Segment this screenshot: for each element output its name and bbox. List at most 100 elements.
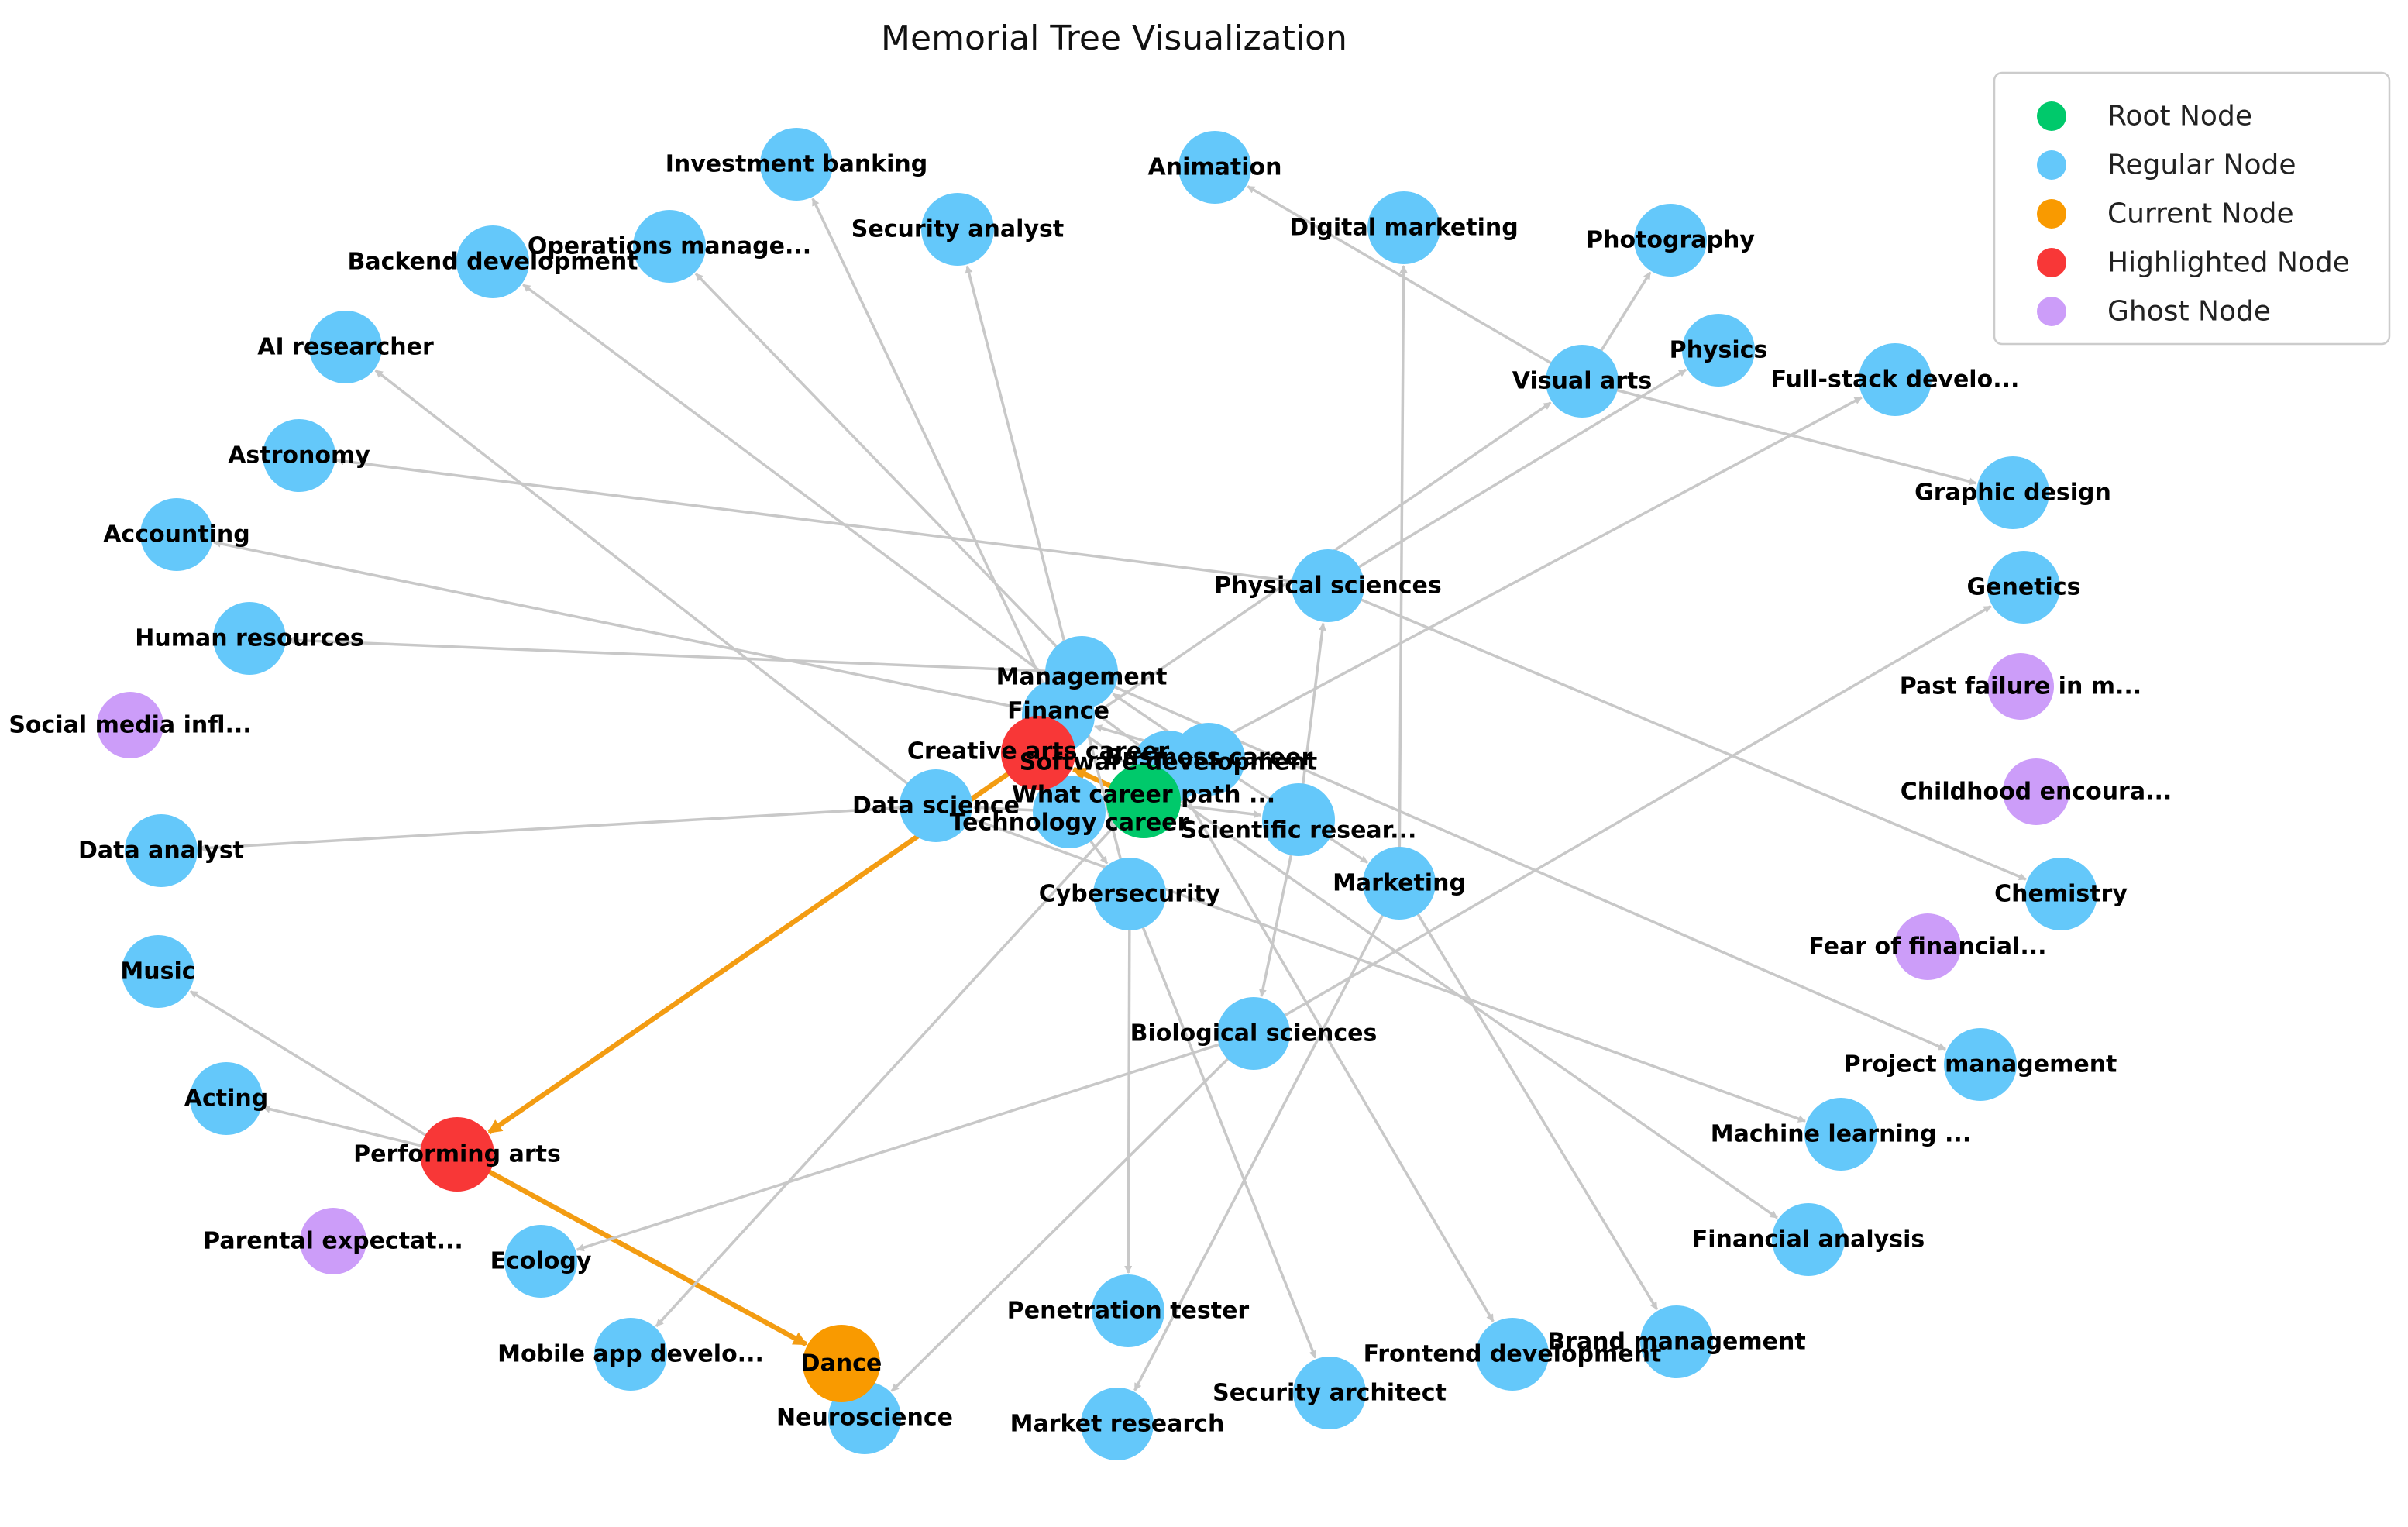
node-marketing[interactable] xyxy=(1363,847,1436,920)
node-label-business: Business career xyxy=(1105,745,1313,772)
node-biological[interactable] xyxy=(1217,997,1290,1070)
node-brand[interactable] xyxy=(1640,1305,1713,1378)
node-opsmgmt[interactable] xyxy=(633,210,706,283)
node-astronomy[interactable] xyxy=(263,419,335,492)
legend-marker-root xyxy=(2037,101,2066,131)
node-dance[interactable] xyxy=(803,1325,880,1402)
node-ghost1[interactable] xyxy=(97,692,163,758)
node-physical[interactable] xyxy=(1292,549,1364,622)
node-ecology[interactable] xyxy=(504,1225,577,1298)
node-label-projmgmt: Project management xyxy=(1844,1051,2117,1078)
node-label-digital: Digital marketing xyxy=(1289,215,1519,242)
node-dataanalyst[interactable] xyxy=(125,814,198,887)
node-genetics[interactable] xyxy=(1987,551,2060,624)
node-fullstack[interactable] xyxy=(1859,343,1932,416)
node-projmgmt[interactable] xyxy=(1944,1028,2017,1101)
node-finanalysis[interactable] xyxy=(1772,1203,1845,1276)
node-tech[interactable] xyxy=(1033,776,1106,848)
edge-management-to-hr xyxy=(286,636,1082,674)
node-ghost4[interactable] xyxy=(1894,913,1961,980)
node-ml[interactable] xyxy=(1804,1098,1877,1171)
node-investment[interactable] xyxy=(760,128,833,201)
node-cyber[interactable] xyxy=(1093,858,1166,930)
node-label-dataanalyst: Data analyst xyxy=(78,837,244,865)
node-label-chemistry: Chemistry xyxy=(1994,881,2128,908)
node-scientific[interactable] xyxy=(1262,783,1335,856)
node-ai[interactable] xyxy=(309,311,382,383)
node-hr[interactable] xyxy=(213,602,286,675)
node-acting[interactable] xyxy=(190,1062,263,1135)
node-label-ai: AI researcher xyxy=(257,334,434,361)
node-label-frontend: Frontend development xyxy=(1364,1341,1662,1368)
edge-softdev-to-frontend xyxy=(1167,766,1495,1322)
edge-performing-to-music xyxy=(189,990,458,1156)
node-label-datasci: Data science xyxy=(852,793,1020,820)
edge-marketing-to-market xyxy=(1133,882,1401,1391)
node-label-dance: Dance xyxy=(801,1350,882,1377)
node-visual[interactable] xyxy=(1546,345,1619,418)
node-ghost5[interactable] xyxy=(300,1208,366,1274)
node-photography[interactable] xyxy=(1634,204,1707,277)
node-label-creative: Creative arts career xyxy=(907,738,1170,765)
node-animation[interactable] xyxy=(1178,131,1251,204)
node-label-hr: Human resources xyxy=(135,625,364,652)
node-accounting[interactable] xyxy=(140,498,213,571)
node-label-secanalyst: Security analyst xyxy=(851,216,1064,243)
node-backend[interactable] xyxy=(456,225,529,298)
legend-label-highlighted: Highlighted Node xyxy=(2107,247,2350,279)
node-label-astronomy: Astronomy xyxy=(228,442,370,469)
node-label-photography: Photography xyxy=(1586,227,1755,254)
node-graphic[interactable] xyxy=(1976,456,2049,529)
node-label-investment: Investment banking xyxy=(666,151,928,178)
node-ghost2[interactable] xyxy=(1987,653,2054,720)
edge-cyber-to-secarch xyxy=(1128,893,1317,1359)
node-mobile[interactable] xyxy=(594,1318,667,1391)
node-label-ml: Machine learning ... xyxy=(1711,1121,1971,1148)
node-digital[interactable] xyxy=(1367,191,1440,264)
node-datasci[interactable] xyxy=(900,769,972,842)
node-label-opsmgmt: Operations manage... xyxy=(528,233,811,260)
node-root[interactable] xyxy=(1106,764,1181,838)
node-label-secarch: Security architect xyxy=(1213,1380,1447,1407)
node-label-softdev: Software development xyxy=(1020,749,1318,776)
node-label-marketing: Marketing xyxy=(1333,870,1466,897)
edge-management-to-opsmgmt xyxy=(694,273,1083,674)
node-label-scientific: Scientific resear... xyxy=(1181,817,1417,844)
node-label-acting: Acting xyxy=(184,1085,268,1113)
node-label-cyber: Cybersecurity xyxy=(1039,881,1221,908)
edge-visual-to-animation xyxy=(1247,185,1583,383)
labels-layer: What career path ...Creative arts career… xyxy=(9,151,2172,1438)
node-label-management: Management xyxy=(996,664,1168,691)
edge-finance-to-investment xyxy=(811,198,1060,717)
legend-label-regular: Regular Node xyxy=(2107,150,2296,181)
legend-label-current: Current Node xyxy=(2107,198,2294,230)
node-music[interactable] xyxy=(122,935,194,1008)
edge-visual-to-graphic xyxy=(1581,380,1977,486)
edge-softdev-to-fullstack xyxy=(1168,396,1863,769)
node-physics[interactable] xyxy=(1682,314,1755,387)
node-secarch[interactable] xyxy=(1293,1357,1366,1429)
node-label-music: Music xyxy=(120,958,195,985)
edge-biological-to-ecology xyxy=(576,1032,1254,1252)
edge-softdev-to-mobile xyxy=(655,765,1170,1328)
node-frontend[interactable] xyxy=(1476,1318,1549,1391)
node-market[interactable] xyxy=(1081,1388,1154,1460)
node-label-graphic: Graphic design xyxy=(1914,480,2111,507)
node-pentest[interactable] xyxy=(1092,1274,1164,1347)
node-label-physics: Physics xyxy=(1670,337,1768,364)
node-chemistry[interactable] xyxy=(2024,858,2097,930)
node-label-tech: Technology career xyxy=(950,810,1189,837)
node-label-ghost4: Fear of financial... xyxy=(1808,934,2046,961)
node-creative[interactable] xyxy=(1001,716,1075,790)
node-ghost3[interactable] xyxy=(2003,758,2069,825)
edge-cyber-to-secanalyst xyxy=(965,265,1131,895)
node-secanalyst[interactable] xyxy=(921,193,994,266)
node-performing[interactable] xyxy=(420,1117,494,1192)
node-label-ghost3: Childhood encoura... xyxy=(1901,779,2172,806)
node-label-ghost2: Past failure in m... xyxy=(1900,673,2141,700)
node-label-market: Market research xyxy=(1010,1411,1225,1438)
node-label-animation: Animation xyxy=(1148,154,1282,181)
node-label-genetics: Genetics xyxy=(1967,574,2081,601)
